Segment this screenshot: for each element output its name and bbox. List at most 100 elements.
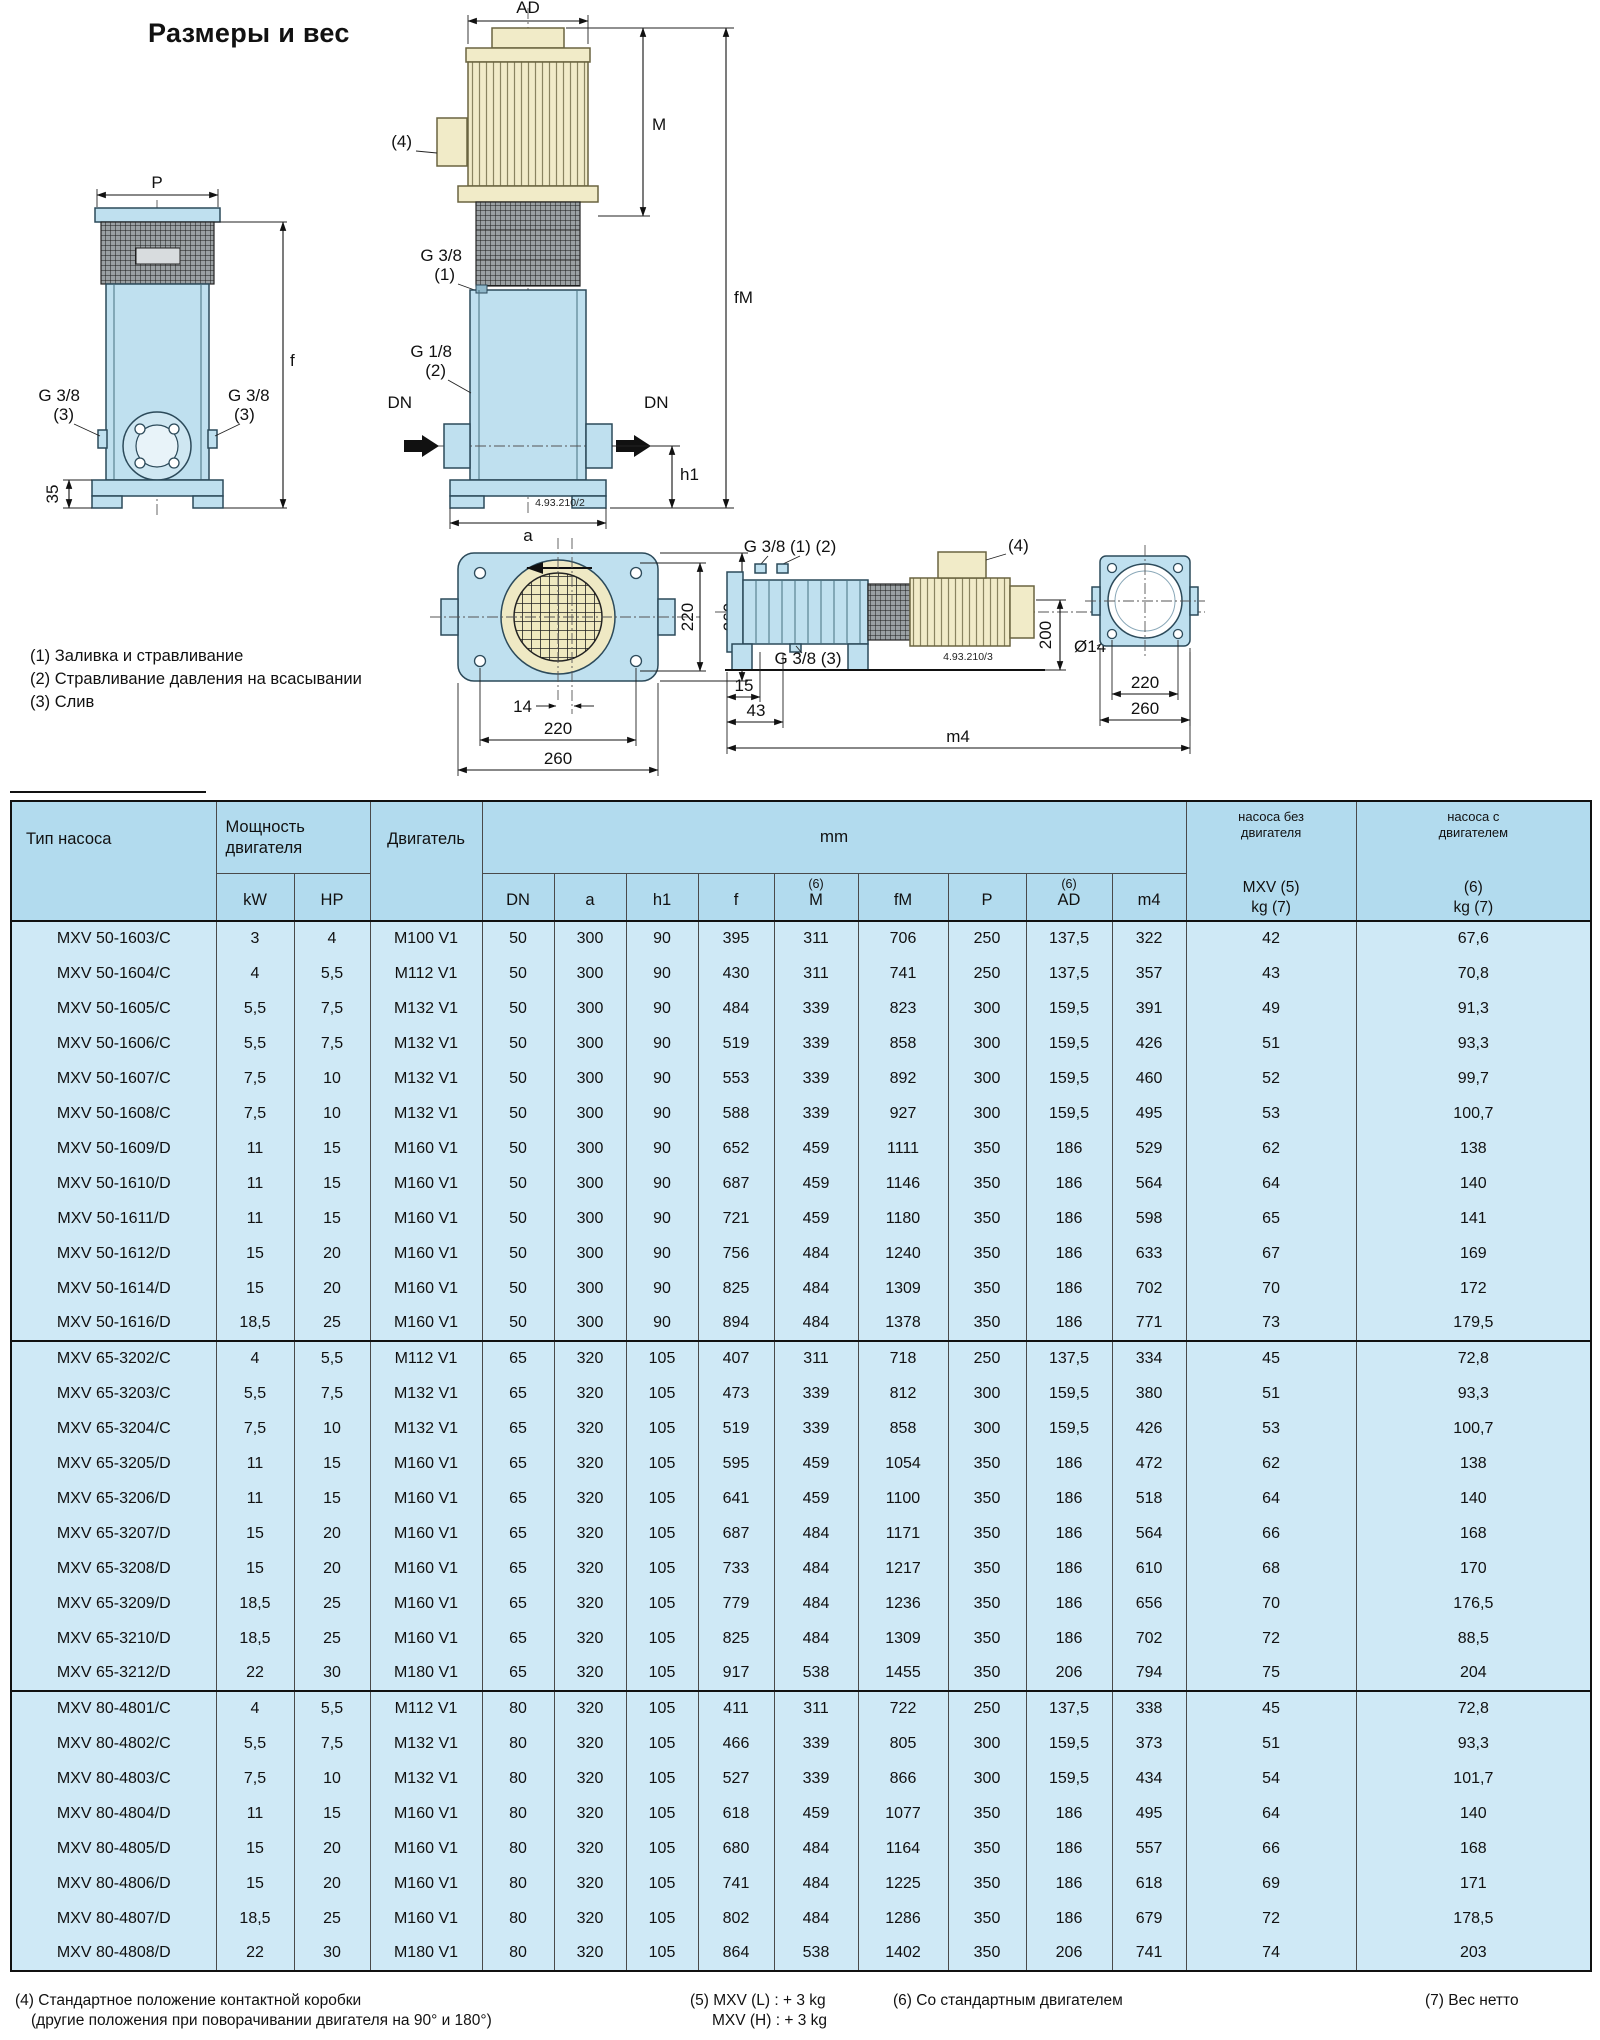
value-cell: 350 [947, 1236, 1027, 1271]
pump-type-cell: MXV 50-1605/C [10, 991, 217, 1026]
svg-text:G 3/8: G 3/8 [228, 386, 270, 405]
value-cell: 159,5 [1025, 1411, 1113, 1446]
value-cell: 320 [553, 1936, 627, 1971]
value-cell: 25 [293, 1621, 371, 1656]
value-cell: 186 [1025, 1481, 1113, 1516]
value-cell: 45 [1185, 1340, 1357, 1376]
col-header-f: f [697, 873, 775, 921]
pump-type-cell: MXV 65-3206/D [10, 1481, 217, 1516]
coupling-horizontal [867, 583, 911, 641]
value-cell: 105 [625, 1481, 699, 1516]
pump-type-cell: MXV 50-1608/C [10, 1096, 217, 1131]
value-cell: 172 [1355, 1271, 1592, 1306]
value-cell: 518 [1111, 1481, 1187, 1516]
value-cell: 866 [857, 1761, 949, 1796]
svg-text:260: 260 [1131, 699, 1159, 718]
value-cell: 339 [773, 1376, 859, 1411]
value-cell: M160 V1 [369, 1131, 483, 1166]
value-cell: 105 [625, 1831, 699, 1866]
value-cell: 610 [1111, 1551, 1187, 1586]
value-cell: 203 [1355, 1936, 1592, 1971]
value-cell: 140 [1355, 1481, 1592, 1516]
value-cell: 1225 [857, 1866, 949, 1901]
value-cell: 105 [625, 1551, 699, 1586]
value-cell: 186 [1025, 1306, 1113, 1341]
value-cell: 15 [215, 1236, 295, 1271]
value-cell: 484 [773, 1866, 859, 1901]
value-cell: M160 V1 [369, 1481, 483, 1516]
value-cell: 15 [215, 1831, 295, 1866]
value-cell: 80 [481, 1690, 555, 1726]
value-cell: 300 [553, 956, 627, 991]
pump-type-cell: MXV 50-1609/D [10, 1131, 217, 1166]
value-cell: 42 [1185, 921, 1357, 956]
dimension-p: P [96, 173, 219, 207]
value-cell: 25 [293, 1306, 371, 1341]
col-header-a: a [553, 873, 627, 921]
value-cell: 138 [1355, 1446, 1592, 1481]
value-cell: 300 [553, 1061, 627, 1096]
value-cell: 495 [1111, 1096, 1187, 1131]
value-cell: 65 [481, 1376, 555, 1411]
svg-text:220: 220 [678, 603, 697, 631]
dimension-14: 14 [513, 697, 594, 716]
value-cell: 350 [947, 1621, 1027, 1656]
value-cell: 65 [481, 1656, 555, 1691]
suction-flange-side [443, 423, 471, 469]
value-cell: 322 [1111, 921, 1187, 956]
pump-type-cell: MXV 50-1603/C [10, 921, 217, 956]
value-cell: 1455 [857, 1656, 949, 1691]
value-cell: 1180 [857, 1201, 949, 1236]
value-cell: M112 V1 [369, 1340, 483, 1376]
note-2: (2) Стравливание давления на всасывании [30, 670, 362, 688]
value-cell: M180 V1 [369, 1936, 483, 1971]
value-cell: 1164 [857, 1831, 949, 1866]
value-cell: 411 [697, 1690, 775, 1726]
value-cell: 311 [773, 956, 859, 991]
value-cell: 426 [1111, 1026, 1187, 1061]
value-cell: 1077 [857, 1796, 949, 1831]
dimension-43: 43 [726, 654, 784, 728]
value-cell: 320 [553, 1516, 627, 1551]
pump-type-cell: MXV 50-1607/C [10, 1061, 217, 1096]
value-cell: 339 [773, 1061, 859, 1096]
value-cell: 53 [1185, 1411, 1357, 1446]
value-cell: 484 [697, 991, 775, 1026]
value-cell: 65 [481, 1621, 555, 1656]
value-cell: 30 [293, 1936, 371, 1971]
value-cell: 15 [293, 1131, 371, 1166]
value-cell: 588 [697, 1096, 775, 1131]
value-cell: 69 [1185, 1866, 1357, 1901]
value-cell: 105 [625, 1376, 699, 1411]
value-cell: 65 [481, 1481, 555, 1516]
value-cell: 350 [947, 1166, 1027, 1201]
value-cell: 186 [1025, 1166, 1113, 1201]
motor-horizontal [909, 551, 1035, 647]
dimension-fm: fM [610, 27, 753, 509]
value-cell: 1240 [857, 1236, 949, 1271]
value-cell: 633 [1111, 1236, 1187, 1271]
value-cell: 105 [625, 1690, 699, 1726]
svg-text:G 3/8: G 3/8 [420, 246, 462, 265]
pump-type-cell: MXV 80-4805/D [10, 1831, 217, 1866]
value-cell: 484 [773, 1236, 859, 1271]
value-cell: 1236 [857, 1586, 949, 1621]
value-cell: 484 [773, 1901, 859, 1936]
value-cell: 300 [553, 1096, 627, 1131]
value-cell: 1146 [857, 1166, 949, 1201]
value-cell: 484 [773, 1516, 859, 1551]
value-cell: 186 [1025, 1551, 1113, 1586]
value-cell: 67,6 [1355, 921, 1592, 956]
value-cell: 771 [1111, 1306, 1187, 1341]
value-cell: 186 [1025, 1271, 1113, 1306]
value-cell: 300 [553, 1306, 627, 1341]
pump-type-cell: MXV 80-4808/D [10, 1936, 217, 1971]
label-note4: (4) [391, 132, 412, 151]
value-cell: 159,5 [1025, 991, 1113, 1026]
value-cell: 459 [773, 1166, 859, 1201]
